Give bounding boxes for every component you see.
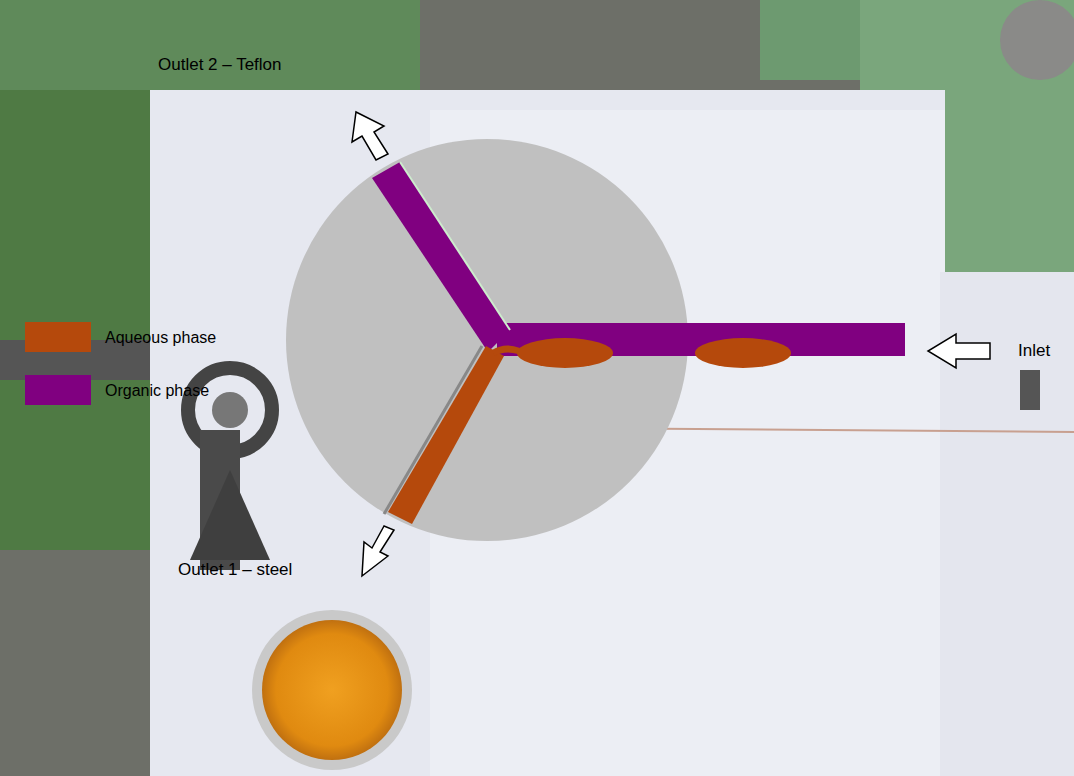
legend-text: Aqueous phase: [105, 328, 216, 347]
callout-label: Outlet 2 – Teflon: [158, 55, 282, 75]
callout-label: Inlet: [1018, 341, 1050, 361]
callout-label: Outlet 1 – steel: [178, 560, 292, 580]
legend-swatch: [25, 375, 91, 405]
legend-text: Organic phase: [105, 381, 209, 400]
legend-swatch: [25, 322, 91, 352]
